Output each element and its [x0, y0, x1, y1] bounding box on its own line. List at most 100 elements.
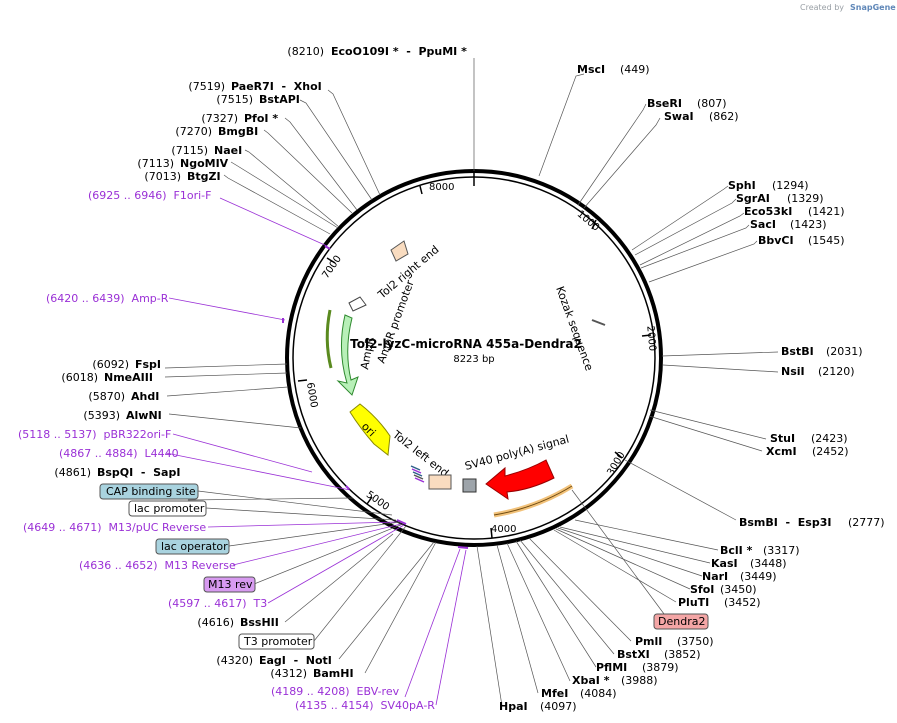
- site-label-sphI[interactable]: SphI: [728, 179, 756, 192]
- site-pos-bspQI: (4861): [54, 466, 91, 479]
- m13-rev-box[interactable]: [203, 576, 256, 593]
- dendra2-box[interactable]: [653, 613, 709, 630]
- site-pos-bstAPI: (7515): [216, 93, 253, 106]
- site-label-hpaI[interactable]: HpaI: [499, 700, 528, 713]
- site-label-btgZI[interactable]: BtgZI: [187, 170, 221, 183]
- site-label-mfeI[interactable]: MfeI: [541, 687, 568, 700]
- site-pos-bclI: (3317): [763, 544, 800, 557]
- site-label-narI[interactable]: NarI: [702, 570, 728, 583]
- ampr-feature[interactable]: [336, 314, 359, 396]
- site-label-sacI[interactable]: SacI: [750, 218, 776, 231]
- site-label-nsiI[interactable]: NsiI: [781, 365, 805, 378]
- site-label-bbvCI[interactable]: BbvCI: [758, 234, 794, 247]
- primer-label-amp-r[interactable]: (6420 .. 6439) Amp-R: [46, 292, 169, 305]
- site-label-fspI[interactable]: FspI: [135, 358, 161, 371]
- cap-binding-site-box[interactable]: [99, 483, 199, 500]
- site-pos-sgrAI: (1329): [787, 192, 824, 205]
- features: Tol2 right end AmpR promoter AmpR ori To…: [325, 240, 606, 518]
- boxed-labels: CAP binding site lac promoter lac operat…: [99, 483, 709, 650]
- site-pos-mscI: (449): [620, 63, 650, 76]
- site-label-ecoO109I[interactable]: EcoO109I * - PpuMI *: [331, 45, 467, 58]
- site-pos-pluTI: (3452): [724, 596, 761, 609]
- m13-rev-label: M13 rev: [208, 578, 253, 591]
- site-label-bclI[interactable]: BclI *: [720, 544, 753, 557]
- dendra2-feature[interactable]: [485, 459, 555, 501]
- primer-label-f1ori-f[interactable]: (6925 .. 6946) F1ori-F: [88, 189, 211, 202]
- site-label-bsmBI[interactable]: BsmBI - Esp3I: [739, 516, 831, 529]
- primer-label-m13-reverse[interactable]: (4636 .. 4652) M13 Reverse: [79, 559, 236, 572]
- site-label-naeI[interactable]: NaeI: [214, 144, 242, 157]
- site-label-bstAPI[interactable]: BstAPI: [259, 93, 300, 106]
- t3-promoter-label: T3 promoter: [243, 635, 313, 648]
- cap-binding-site-label: CAP binding site: [106, 485, 196, 498]
- kozak-label: Kozak sequence: [553, 285, 596, 373]
- site-label-eco53kI[interactable]: Eco53kI: [744, 205, 792, 218]
- site-label-ngoMIV[interactable]: NgoMIV: [180, 157, 229, 170]
- lac-promoter-box[interactable]: [128, 500, 207, 517]
- ampr-promoter-feature[interactable]: [348, 296, 367, 312]
- site-label-mscI[interactable]: MscI: [577, 63, 605, 76]
- site-label-ahdI[interactable]: AhdI: [131, 390, 159, 403]
- t3-promoter-box[interactable]: [238, 633, 315, 650]
- site-label-bstBI[interactable]: BstBI: [781, 345, 814, 358]
- site-label-sfoI[interactable]: SfoI: [690, 583, 714, 596]
- site-label-pfoI[interactable]: PfoI *: [244, 112, 278, 125]
- tick-label-3000: 3000: [605, 450, 627, 478]
- site-label-pmlI[interactable]: PmlI: [635, 635, 662, 648]
- site-label-kasI[interactable]: KasI: [711, 557, 738, 570]
- site-label-alwNI[interactable]: AlwNI: [126, 409, 162, 422]
- site-label-bstXI[interactable]: BstXI: [617, 648, 650, 661]
- primer-label-t3[interactable]: (4597 .. 4617) T3: [168, 597, 267, 610]
- site-label-bspQI[interactable]: BspQI - SapI: [97, 466, 180, 479]
- site-pos-xcmI: (2452): [812, 445, 849, 458]
- site-label-xbaI[interactable]: XbaI *: [572, 674, 610, 687]
- site-pos-naeI: (7115): [171, 144, 208, 157]
- site-label-nmeAIII[interactable]: NmeAIII: [104, 371, 153, 384]
- site-label-sgrAI[interactable]: SgrAI: [736, 192, 770, 205]
- tol2-right-end-feature[interactable]: [390, 240, 409, 262]
- site-label-pflMI[interactable]: PflMI: [596, 661, 627, 674]
- site-pos-kasI: (3448): [750, 557, 787, 570]
- site-pos-narI: (3449): [740, 570, 777, 583]
- site-label-bseRI[interactable]: BseRI: [647, 97, 682, 110]
- sv40-feature[interactable]: [462, 478, 477, 493]
- tick-label-2000: 2000: [644, 325, 657, 351]
- site-pos-sphI: (1294): [772, 179, 809, 192]
- site-label-pluTI[interactable]: PluTI: [678, 596, 709, 609]
- site-pos-bamHI: (4312): [270, 667, 307, 680]
- site-pos-bstBI: (2031): [826, 345, 863, 358]
- site-pos-bbvCI: (1545): [808, 234, 845, 247]
- primer-label-pbr322ori-f[interactable]: (5118 .. 5137) pBR322ori-F: [18, 428, 171, 441]
- plasmid-name: Tol2-lyzC-microRNA 455a-Dendra2: [350, 337, 582, 351]
- ring-primer-marks: [282, 245, 469, 549]
- primer-label-m13-puc-reverse[interactable]: (4649 .. 4671) M13/pUC Reverse: [23, 521, 206, 534]
- site-pos-btgZI: (7013): [144, 170, 181, 183]
- site-label-swaI[interactable]: SwaI: [664, 110, 694, 123]
- site-pos-ecoO109I: (8210): [287, 45, 324, 58]
- lac-operator-box[interactable]: [155, 538, 230, 555]
- tol2-left-end-feature[interactable]: [428, 474, 452, 490]
- site-label-stuI[interactable]: StuI: [770, 432, 795, 445]
- site-pos-bsmBI: (2777): [848, 516, 885, 529]
- primer-label-l4440[interactable]: (4867 .. 4884) L4440: [59, 447, 179, 460]
- site-pos-pflMI: (3879): [642, 661, 679, 674]
- right-labels: MscI (449) BseRI (807) SwaI (862) SphI (…: [499, 63, 885, 713]
- site-pos-bssHII: (4616): [197, 616, 234, 629]
- site-label-eagI[interactable]: EagI - NotI: [259, 654, 332, 667]
- lac-promoter-label: lac promoter: [134, 502, 205, 515]
- site-pos-sacI: (1423): [790, 218, 827, 231]
- primer-bind-cluster: [410, 465, 425, 483]
- tick-label-4000: 4000: [491, 524, 516, 535]
- site-label-xcmI[interactable]: XcmI: [766, 445, 797, 458]
- primer-label-ebv-rev[interactable]: (4189 .. 4208) EBV-rev: [271, 685, 400, 698]
- site-label-bssHII[interactable]: BssHII: [240, 616, 279, 629]
- ori-feature[interactable]: [349, 403, 391, 456]
- site-pos-mfeI: (4084): [580, 687, 617, 700]
- site-label-bmgBI[interactable]: BmgBI: [218, 125, 258, 138]
- dendra2-label: Dendra2: [658, 615, 705, 628]
- site-label-paeR7I[interactable]: PaeR7I - XhoI: [231, 80, 322, 93]
- tick-label-5000: 5000: [364, 489, 391, 513]
- site-label-bamHI[interactable]: BamHI: [313, 667, 354, 680]
- primer-label-sv40pa-r[interactable]: (4135 .. 4154) SV40pA-R: [295, 699, 435, 712]
